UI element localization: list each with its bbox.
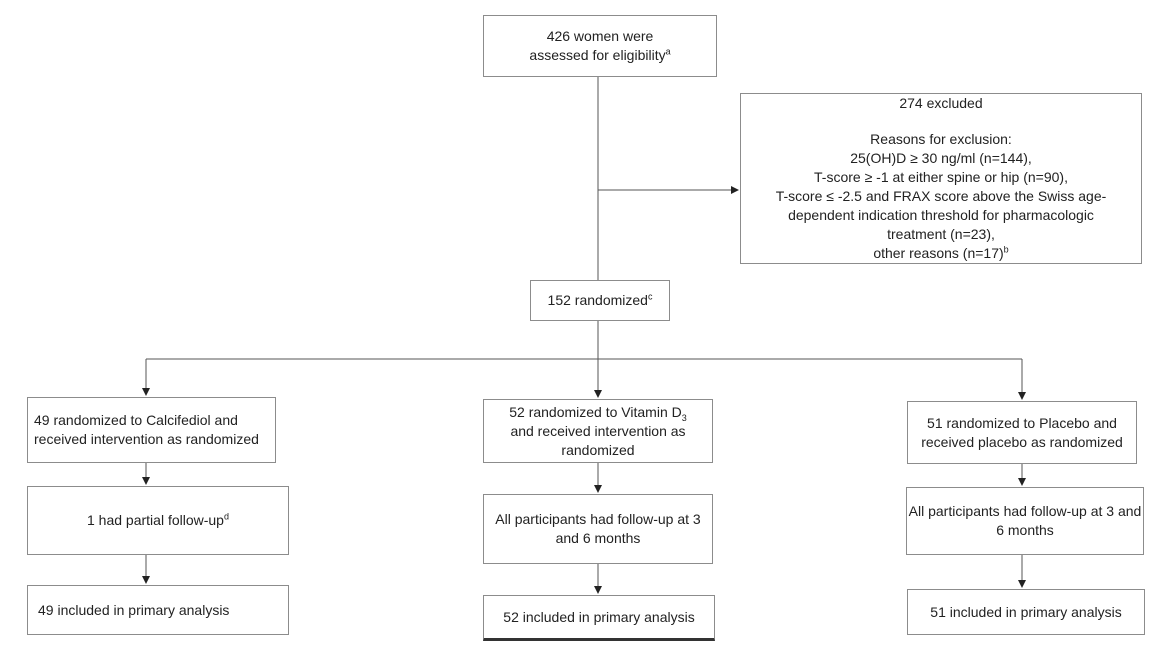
assessed-line-1: 426 women were bbox=[546, 28, 654, 44]
randomized-box: 152 randomizedc bbox=[530, 280, 670, 321]
footnote-b: b bbox=[1003, 244, 1009, 255]
vitd3-subscript: 3 bbox=[681, 412, 687, 423]
vitd3-analysis-text: 52 included in primary analysis bbox=[503, 608, 695, 625]
exclusion-reason-2: T-score ≥ -1 at either spine or hip (n=9… bbox=[814, 169, 1068, 185]
calcifediol-analysis-box: 49 included in primary analysis bbox=[27, 585, 289, 635]
exclusion-reason-3c: treatment (n=23), bbox=[887, 226, 995, 242]
exclusion-reason-3a: T-score ≤ -2.5 and FRAX score above the … bbox=[775, 188, 1107, 204]
placebo-followup-box: All participants had follow-up at 3 and … bbox=[906, 487, 1144, 555]
footnote-c: c bbox=[647, 291, 653, 302]
calcifediol-followup-box: 1 had partial follow-upd bbox=[27, 486, 289, 555]
placebo-allocation-text: 51 randomized to Placebo and received pl… bbox=[921, 414, 1123, 450]
vitd3-followup-box: All participants had follow-up at 3 and … bbox=[483, 494, 713, 564]
vitd3-allocation-line-1: 52 randomized to Vitamin D3 bbox=[509, 403, 687, 423]
calcifediol-allocation-text: 49 randomized to Calcifediol and receive… bbox=[34, 412, 259, 447]
footnote-a: a bbox=[665, 46, 671, 57]
excluded-title: 274 excluded bbox=[899, 95, 983, 111]
vitd3-followup-text: All participants had follow-up at 3 and … bbox=[495, 511, 701, 546]
placebo-analysis-text: 51 included in primary analysis bbox=[930, 603, 1122, 620]
assessed-box: 426 women were assessed for eligibilitya bbox=[483, 15, 717, 77]
exclusion-reason-1: 25(OH)D ≥ 30 ng/ml (n=144), bbox=[850, 150, 1032, 166]
footnote-d: d bbox=[223, 511, 229, 522]
placebo-followup-text: All participants had follow-up at 3 and … bbox=[908, 503, 1142, 538]
calcifediol-analysis-text: 49 included in primary analysis bbox=[38, 601, 230, 618]
assessed-line-2: assessed for eligibilitya bbox=[529, 46, 671, 63]
calcifediol-followup-text: 1 had partial follow-upd bbox=[87, 511, 229, 528]
vitd3-allocation-box: 52 randomized to Vitamin D3 and received… bbox=[483, 399, 713, 463]
calcifediol-allocation-box: 49 randomized to Calcifediol and receive… bbox=[27, 397, 276, 463]
vitd3-analysis-box: 52 included in primary analysis bbox=[483, 595, 715, 641]
randomized-label: 152 randomizedc bbox=[547, 291, 653, 308]
exclusion-heading: Reasons for exclusion: bbox=[870, 131, 1012, 147]
exclusion-reason-4: other reasons (n=17)b bbox=[873, 244, 1009, 261]
placebo-allocation-box: 51 randomized to Placebo and received pl… bbox=[907, 401, 1137, 464]
vitd3-allocation-line-2: and received intervention as randomized bbox=[510, 422, 686, 458]
placebo-analysis-box: 51 included in primary analysis bbox=[907, 589, 1145, 635]
exclusion-reason-3b: dependent indication threshold for pharm… bbox=[788, 207, 1094, 223]
excluded-box: 274 excluded Reasons for exclusion: 25(O… bbox=[740, 93, 1142, 264]
